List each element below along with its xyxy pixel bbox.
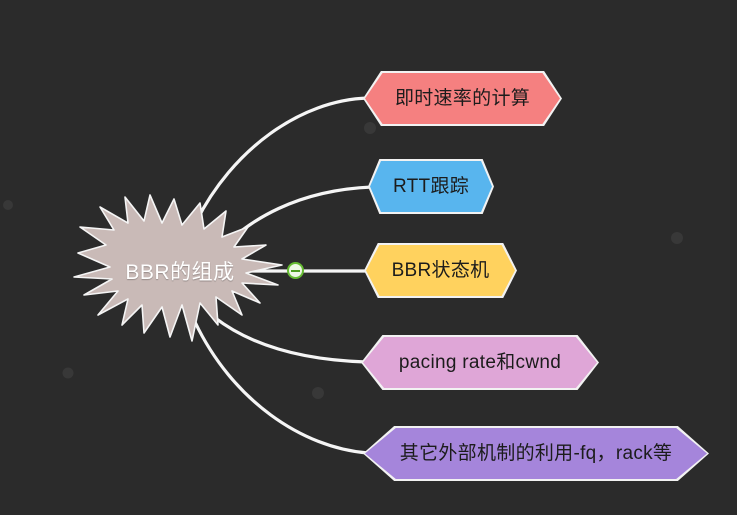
branch-node-2-label: RTT跟踪 [392,176,470,197]
branch-node-1-label: 即时速率的计算 [394,88,531,109]
branch-node-4-label: pacing rate和cwnd [398,352,562,373]
branch-node-4[interactable]: pacing rate和cwnd [363,337,597,388]
background-dot [3,200,13,210]
background-dot [671,232,683,244]
background-dot [364,122,376,134]
background-dot [312,387,324,399]
branch-node-1[interactable]: 即时速率的计算 [365,73,560,124]
branch-node-3[interactable]: BBR状态机 [366,245,515,296]
center-node-shape[interactable] [70,193,290,348]
collapse-toggle-button[interactable] [287,262,304,279]
branch-node-5[interactable]: 其它外部机制的利用-fq，rack等 [365,428,707,479]
branch-node-2[interactable]: RTT跟踪 [370,161,492,212]
center-node-label: BBR的组成 [125,260,235,284]
branch-node-3-label: BBR状态机 [391,260,490,281]
background-dot [62,367,74,379]
branch-node-5-label: 其它外部机制的利用-fq，rack等 [399,443,673,464]
